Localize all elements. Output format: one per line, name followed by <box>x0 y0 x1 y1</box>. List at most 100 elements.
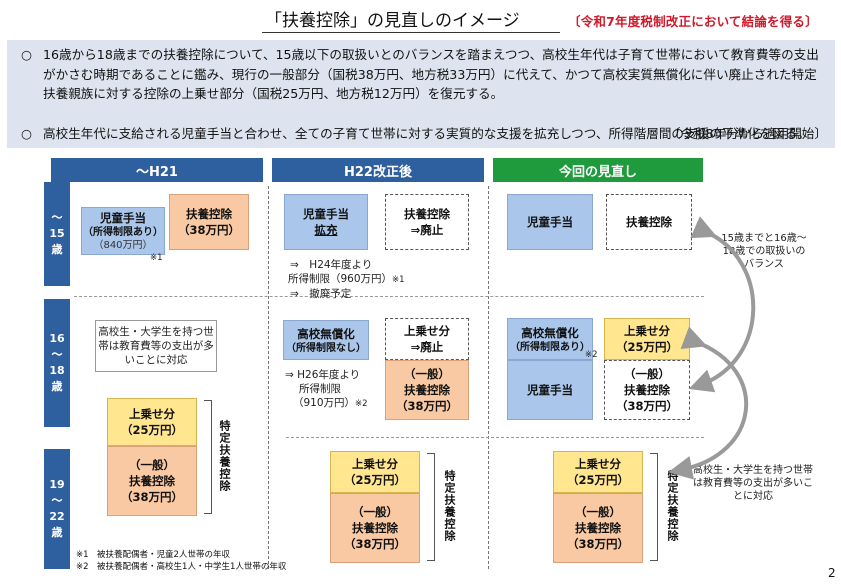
c1-gen-label: （一般） <box>129 458 175 472</box>
row-header-under15: ～ 15 歳 <box>44 182 70 286</box>
c2-gen-amount: （38万円） <box>395 399 458 413</box>
c2-income-limit-note: ⇒ H24年度より 所得制限（960万円）※1 ⇒ 撤廃予定 <box>288 258 468 301</box>
bullet-circle-icon: ○ <box>21 47 32 62</box>
c2-note2-line3: （910万円）※2 <box>293 397 368 409</box>
c3-musho-sub: （所得制限あり） <box>510 341 590 353</box>
c2-tuition-limit-note: ⇒ H26年度より 所得制限 （910万円）※2 <box>285 368 385 411</box>
c1-jo-label: 上乗せ分 <box>129 407 175 421</box>
row-label: 19 ～ 22 歳 <box>49 478 65 539</box>
c3-general-deduction-box-2: （一般） 扶養控除 （38万円） <box>553 493 643 563</box>
intro-bullet-2: ○ 高校生年代に支給される児童手当と合わせ、全ての子育て世帯に対する実質的な支援… <box>21 124 821 144</box>
intro-bullet-1-text: 16歳から18歳までの扶養控除について、15歳以下の取扱いとのバランスを踏まえつ… <box>43 47 819 101</box>
row-divider <box>286 437 704 438</box>
row-header-19-22: 19 ～ 22 歳 <box>44 449 70 569</box>
conclusion-badge: 〔令和7年度税制改正において結論を得る〕 <box>568 14 818 29</box>
c3-jo3-amount: （25万円） <box>566 473 629 487</box>
column-header-h22: H22改正後 <box>272 158 484 182</box>
c2-note-line1: ⇒ H24年度より <box>290 259 373 271</box>
c2-fuyo-sub: ⇒廃止 <box>410 223 444 237</box>
bullet-circle-icon: ○ <box>21 126 32 141</box>
c1-fuyo-label: 扶養控除 <box>186 207 232 221</box>
c3-gen3-label-2: 扶養控除 <box>575 521 621 535</box>
c3-gen3-amount: （38万円） <box>566 537 629 551</box>
c2-note2-line1: ⇒ H26年度より <box>285 369 361 381</box>
c3-specific-bracket <box>650 453 658 561</box>
c3-gen-label: （一般） <box>624 367 670 381</box>
c2-gen-label: （一般） <box>404 367 450 381</box>
c3-child2-label: 児童手当 <box>527 383 573 397</box>
intro-bullet-1: ○ 16歳から18歳までの扶養控除について、15歳以下の取扱いとのバランスを踏ま… <box>21 45 821 104</box>
row-label: ～ 15 歳 <box>49 211 65 256</box>
c2-dependent-deduction-box: 扶養控除 ⇒廃止 <box>385 194 469 250</box>
education-arrow-icon <box>668 326 749 480</box>
c1-education-note: 高校生・大学生を持つ世帯は教育費等の支出が多いことに対応 <box>95 320 217 372</box>
c2-jo3-label: 上乗せ分 <box>352 457 398 471</box>
footnotes: ※1 被扶養配偶者・児童2人世帯の年収 ※2 被扶養配偶者・高校生1人・中学生1… <box>76 549 286 573</box>
c2-general-deduction-box-2: （一般） 扶養控除 （38万円） <box>330 493 420 563</box>
intro-bullet-2-text: 高校生年代に支給される児童手当と合わせ、全ての子育て世帯に対する実質的な支援を拡… <box>43 126 810 141</box>
c2-general-deduction-box: （一般） 扶養控除 （38万円） <box>385 360 469 420</box>
column-header-current: 今回の見直し <box>493 158 703 182</box>
c2-surcharge-abolished-box: 上乗せ分 ⇒廃止 <box>385 318 469 360</box>
row-divider <box>74 296 704 297</box>
title-underline <box>262 32 560 33</box>
marker-2: ※2 <box>355 399 368 409</box>
c1-general-deduction-box: （一般） 扶養控除 （38万円） <box>107 446 197 516</box>
page-number: 2 <box>828 566 836 580</box>
c1-dependent-deduction-box: 扶養控除 （38万円） <box>169 194 249 250</box>
c3-jo-label: 上乗せ分 <box>624 324 670 338</box>
c1-child-sub: （所得制限あり） <box>83 227 163 238</box>
c3-jo-amount: （25万円） <box>615 340 678 354</box>
c2-child-sub: 拡充 <box>314 223 338 237</box>
c3-gen3-label: （一般） <box>575 505 621 519</box>
c2-gen3-amount: （38万円） <box>343 537 406 551</box>
c2-gen-label-2: 扶養控除 <box>404 383 450 397</box>
c2-free-tuition-box: 高校無償化 （所得制限なし） <box>283 320 369 360</box>
c2-jo3-amount: （25万円） <box>343 473 406 487</box>
c2-surcharge-box: 上乗せ分 （25万円） <box>330 451 420 493</box>
c1-specific-bracket <box>204 400 212 514</box>
c2-note-line2: 所得制限（960万円）※1 <box>288 273 405 285</box>
c3-dependent-deduction-box: 扶養控除 <box>606 194 692 250</box>
c2-specific-bracket <box>427 453 435 561</box>
marker-1: ※1 <box>150 253 163 263</box>
c2-musho-sub: （所得制限なし） <box>286 342 366 354</box>
c2-musho-label: 高校無償化 <box>297 326 355 341</box>
row-header-16-18: 16 ～ 18 歳 <box>44 299 70 427</box>
c1-specific-label: 特定扶養控除 <box>218 420 231 492</box>
footnote-2: ※2 被扶養配偶者・高校生1人・中学生1人世帯の年収 <box>76 562 287 572</box>
c2-gen3-label: （一般） <box>352 505 398 519</box>
apply-note: 〔令和8年分から適用開始〕 <box>667 126 827 141</box>
c3-jo3-label: 上乗せ分 <box>575 457 621 471</box>
intro-box: ○ 16歳から18歳までの扶養控除について、15歳以下の取扱いとのバランスを踏ま… <box>7 40 835 148</box>
c1-gen-amount: （38万円） <box>120 490 183 504</box>
c3-surcharge-box-2: 上乗せ分 （25万円） <box>553 451 643 493</box>
balance-arrow-icon <box>688 216 756 393</box>
c2-gen3-label-2: 扶養控除 <box>352 521 398 535</box>
c2-note2-line2: 所得制限 <box>299 383 341 395</box>
page-title: 「扶養控除」の見直しのイメージ <box>265 11 520 31</box>
side-note-balance: 15歳までと16歳～18歳での取扱いのバランス <box>721 232 807 270</box>
column-divider <box>488 186 489 569</box>
c3-child-allowance-box: 児童手当 <box>507 194 593 250</box>
c1-gen-label-2: 扶養控除 <box>129 474 175 488</box>
c3-gen-label-2: 扶養控除 <box>624 383 670 397</box>
c3-child-label: 児童手当 <box>527 215 573 229</box>
column-header-h21: ～H21 <box>51 158 263 182</box>
c2-jo-label: 上乗せ分 <box>404 324 450 338</box>
c3-gen-amount: （38万円） <box>615 399 678 413</box>
c2-note-line3: ⇒ 撤廃予定 <box>290 288 352 300</box>
marker-2: ※2 <box>585 350 598 360</box>
side-note-education: 高校生・大学生を持つ世帯は教育費等の支出が多いことに対応 <box>693 464 813 502</box>
column-divider <box>268 186 269 569</box>
c2-fuyo-label: 扶養控除 <box>404 207 450 221</box>
c2-jo-sub: ⇒廃止 <box>410 340 444 354</box>
c3-musho-label: 高校無償化 <box>521 325 579 340</box>
c2-specific-label: 特定扶養控除 <box>443 470 456 542</box>
c2-child-label: 児童手当 <box>303 207 349 221</box>
c3-fuyo-label: 扶養控除 <box>626 215 672 229</box>
c1-jo-amount: （25万円） <box>120 423 183 437</box>
c1-child-label: 児童手当 <box>100 211 146 225</box>
c3-free-tuition-box: 高校無償化 （所得制限あり） <box>507 318 593 360</box>
